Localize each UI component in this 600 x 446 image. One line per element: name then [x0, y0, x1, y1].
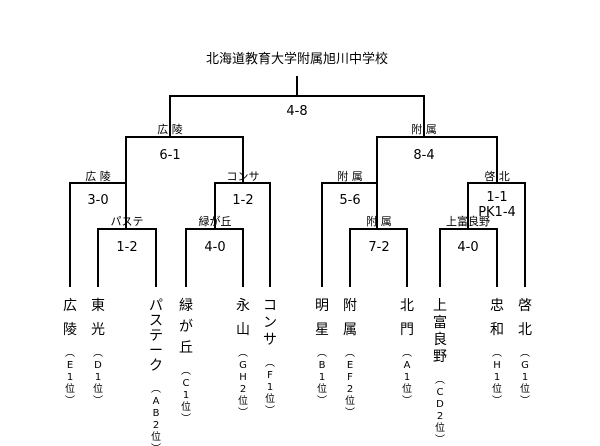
- r1-left-score: 1-2: [116, 240, 137, 255]
- bracket-lines: [69, 76, 526, 287]
- final-score: 4-8: [286, 104, 307, 119]
- qf3-winner: 附 属: [337, 169, 363, 183]
- r1-mid-connector: [185, 228, 244, 287]
- qf1-score: 3-0: [87, 193, 108, 208]
- r1-right-b-score: 4-0: [457, 240, 478, 255]
- qf2-score: 1-2: [232, 193, 253, 208]
- qf4-pk-score: PK1-4: [478, 205, 516, 220]
- r1-mid-score: 4-0: [204, 240, 225, 255]
- r1-right-a-connector: [349, 228, 408, 287]
- r1-right-b-winner: 上富良野: [446, 214, 490, 228]
- team-name: 永山: [236, 298, 250, 338]
- team-name: コンサ: [263, 298, 277, 348]
- qf1-winner: 広 陵: [85, 170, 111, 183]
- qf3-connector: [321, 182, 378, 287]
- qf2-connector: [214, 182, 271, 287]
- team-name: 上富良野: [433, 298, 447, 365]
- team-name: 明星: [315, 298, 329, 338]
- r1-right-a-winner: 附 属: [366, 214, 392, 228]
- r1-left-winner: パステ: [111, 215, 144, 228]
- qf4-score: 1-1: [486, 190, 507, 205]
- team-name: 附属: [343, 298, 357, 338]
- team-name: 東光: [91, 298, 105, 338]
- team-name: 啓北: [518, 298, 532, 338]
- team-name: 緑が丘: [179, 298, 193, 356]
- team-name: パステーク: [149, 298, 163, 374]
- r1-left-connector: [97, 228, 157, 287]
- r1-mid-winner: 緑が丘: [199, 214, 232, 228]
- match-labels: 4-8 広 陵 6-1 附 属 8-4 広 陵 3-0 コンサ 1-2 附 属 …: [85, 104, 516, 255]
- qf1-connector: [69, 182, 127, 287]
- qf3-score: 5-6: [339, 193, 360, 208]
- r1-right-a-score: 7-2: [368, 240, 389, 255]
- team-name: 北門: [400, 298, 414, 338]
- semi-left-score: 6-1: [159, 148, 180, 163]
- team-name: 広陵: [63, 298, 77, 338]
- semi-left-connector: [125, 136, 244, 184]
- team-name: 忠和: [490, 298, 504, 338]
- qf4-winner: 啓 北: [484, 169, 510, 183]
- r1-right-b-connector: [439, 228, 498, 287]
- semi-right-connector: [376, 136, 498, 184]
- semi-right-score: 8-4: [413, 148, 434, 163]
- final-connector: [169, 76, 425, 138]
- semi-left-winner: 広 陵: [157, 123, 183, 136]
- qf4-connector: [467, 182, 526, 287]
- qf2-winner: コンサ: [227, 170, 260, 183]
- bracket-title: 北海道教育大学附属旭川中学校: [206, 51, 388, 67]
- semi-right-winner: 附 属: [411, 122, 437, 136]
